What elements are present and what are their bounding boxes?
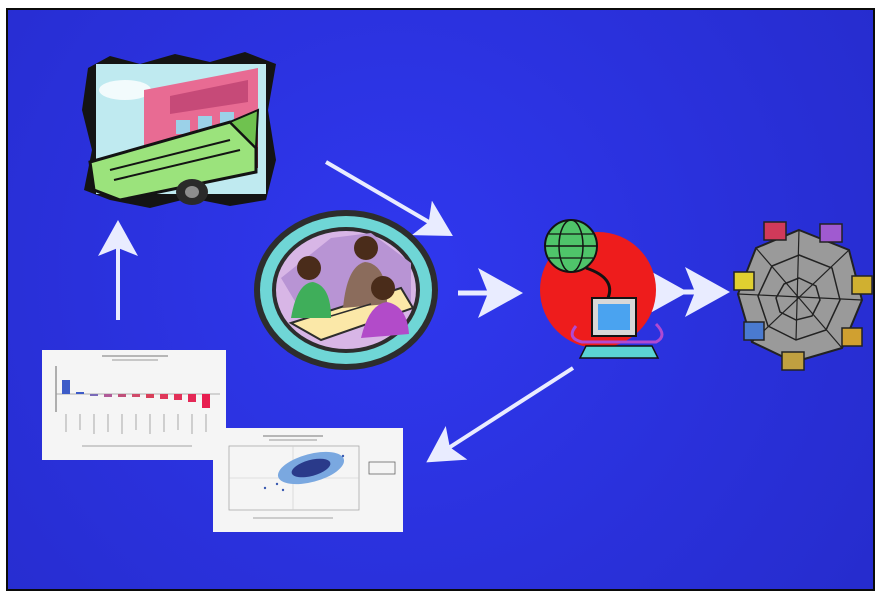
diagram-canvas [6,8,875,591]
computer-globe-icon [516,218,666,368]
scatter-plot-report-icon [213,428,403,532]
factory-truck-icon [80,50,280,210]
network-web-icon [724,210,874,380]
bar-chart-report-icon [42,350,226,460]
arrow-computer-to-scatter [433,368,573,458]
team-meeting-icon [251,208,441,373]
